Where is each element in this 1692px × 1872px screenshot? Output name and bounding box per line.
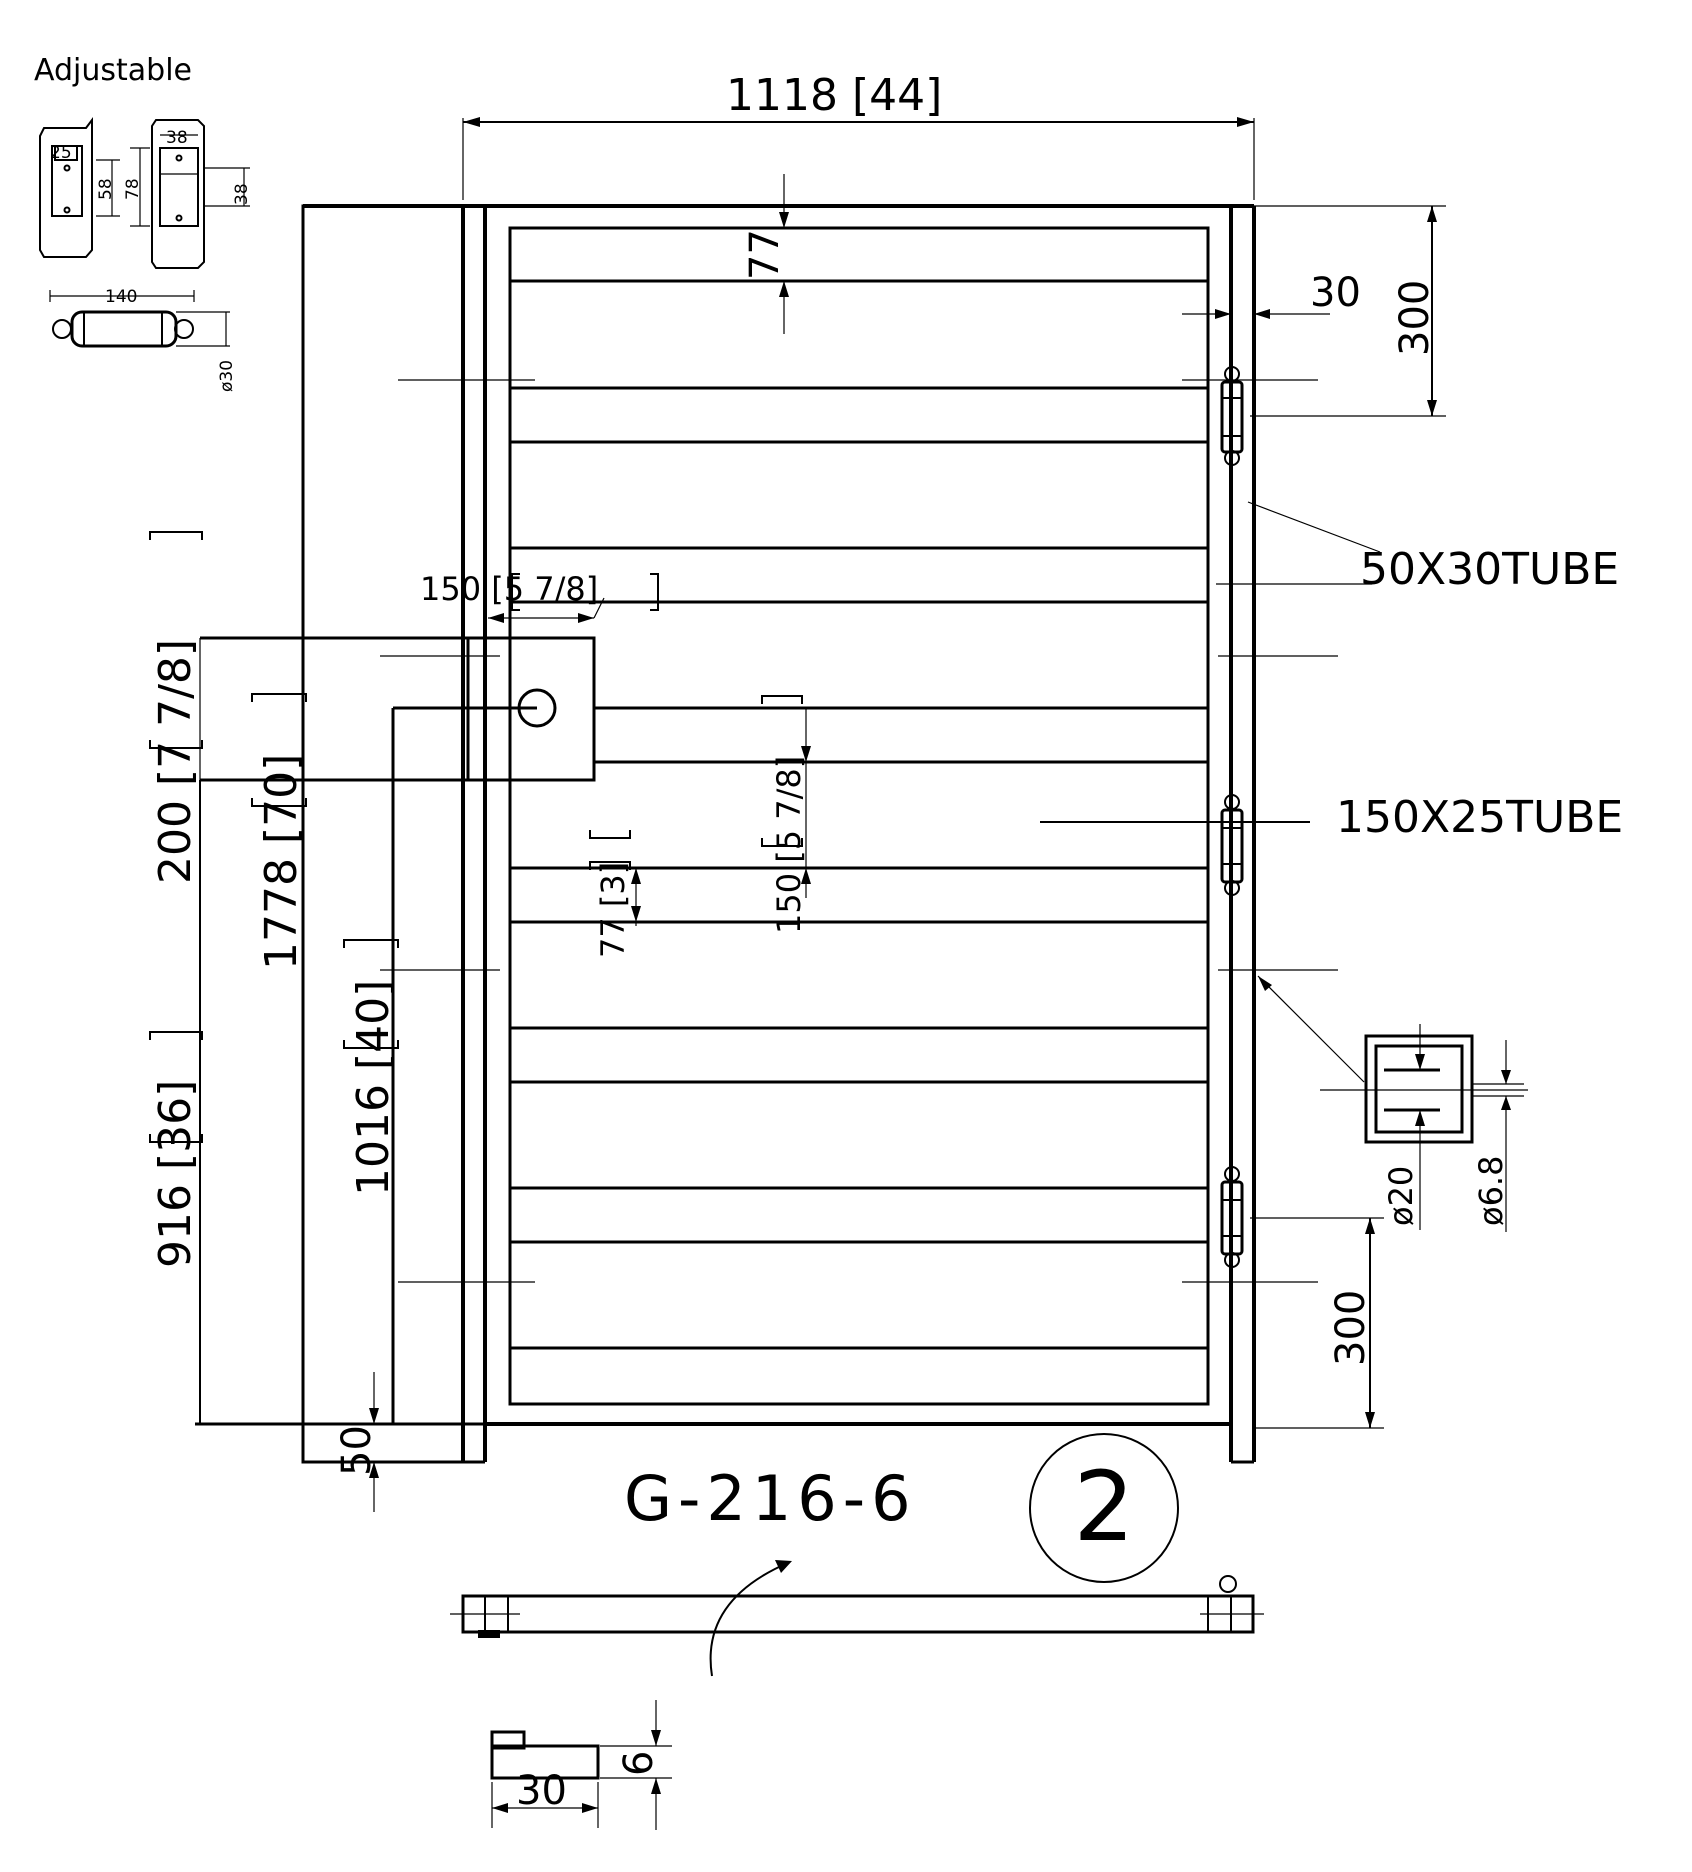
slat-pitch-dimension: 150 [5 7/8] [761, 695, 811, 934]
frame-from-bottom-text: 916 [36] [150, 1080, 201, 1268]
stop-tab [490, 1730, 526, 1750]
latch-height-text: 200 [7 7/8] [150, 639, 201, 884]
bracket-small-tab [54, 145, 78, 161]
stop-plate [490, 1744, 600, 1780]
hinge-dia-small-text: ø6.8 [1472, 1156, 1510, 1226]
slats [510, 279, 1208, 1350]
bracket-large [151, 119, 205, 269]
dim-38-side-text: 38 [232, 183, 252, 205]
gate-height-text: 1778 [70] [256, 754, 307, 970]
left-post-outline [301, 204, 465, 1464]
dim-78-text: 78 [123, 178, 143, 200]
center-marks [380, 379, 1338, 1283]
hinge-bottom-text: 300 [1328, 1290, 1374, 1366]
gate-height-dimension: 1778 [70] [251, 206, 307, 1462]
dim-58-text: 58 [96, 178, 116, 200]
latch-from-bottom-dimension: 1016 [40] [343, 939, 399, 1196]
adjustable-bracket-detail: Adjustable 25 58 38 78 38 140 [34, 53, 252, 392]
overall-width-dimension: 1118 [44] [462, 70, 1255, 200]
hinge-section-detail: ø20 ø6.8 [1257, 975, 1528, 1232]
bracket-small-hole-bottom [63, 206, 71, 214]
bracket-large-plate [159, 147, 199, 227]
hinge-top [1220, 366, 1244, 466]
bracket-large-hole-bottom [175, 214, 183, 222]
latch [200, 636, 596, 1424]
slat-gap-dimension: 77 [3] [589, 830, 641, 958]
dim-25-text: 25 [50, 143, 72, 163]
adjustable-label: Adjustable [34, 53, 192, 88]
roller-end-left [52, 319, 72, 339]
dim-140-text: 140 [105, 287, 137, 307]
slat-tube-callout: 150X25TUBE [1040, 792, 1623, 843]
bracket-large-hole-top [175, 154, 183, 162]
stop-width-text: 30 [516, 1768, 567, 1814]
stop-detail: 30 6 [490, 1700, 672, 1830]
slat-tube-text: 150X25TUBE [1336, 792, 1623, 843]
bracket-small-hole-top [63, 164, 71, 172]
plan-view [450, 1560, 1264, 1677]
post-offset-text: 30 [1310, 270, 1361, 316]
hinge-bottom [1220, 1166, 1244, 1268]
post-offset-dimension: 30 [1182, 270, 1361, 319]
hinge-top-text: 300 [1392, 280, 1438, 356]
frame-tube-callout: 50X30TUBE [1216, 501, 1619, 595]
latch-height-dimension: 200 [7 7/8] [149, 531, 203, 884]
slat-gap-text: 77 [3] [594, 862, 632, 958]
hinges [1220, 366, 1244, 1268]
frame-tube-text: 50X30TUBE [1360, 544, 1619, 595]
bracket-small [39, 117, 93, 258]
sheet-number: 2 [1073, 1451, 1134, 1563]
top-gap-text: 77 [742, 229, 788, 280]
inner-panel [508, 226, 1210, 1406]
hinge-section-outer [1364, 1034, 1474, 1144]
stop-height-text: 6 [616, 1751, 662, 1776]
dim-30-text: ø30 [217, 360, 237, 392]
roller-body [70, 310, 178, 348]
latch-from-bottom-text: 1016 [40] [348, 980, 399, 1196]
frame-from-bottom-dimension: 916 [36] [149, 780, 485, 1426]
hinge-top-dimension: 300 [1250, 205, 1446, 417]
roller-end-right [174, 319, 194, 339]
swing-arrow [709, 1561, 791, 1677]
model-code: G-216-6 [624, 1462, 917, 1535]
hinge-dia-large-text: ø20 [1382, 1166, 1420, 1226]
dim-38-top-text: 38 [166, 128, 188, 148]
plan-hinge-pin [1219, 1575, 1237, 1593]
hinge-middle [1220, 794, 1244, 896]
ground-clearance-dimension: 50 [334, 1372, 380, 1512]
sheet-number-circle [1029, 1433, 1179, 1583]
hinge-bottom-dimension: 300 [1250, 1217, 1384, 1429]
overall-width-text: 1118 [44] [726, 70, 942, 121]
latch-offset-text: 150 [5 7/8] [420, 570, 598, 608]
top-gap-dimension: 77 [742, 174, 789, 334]
ground-clearance-text: 50 [334, 1425, 380, 1476]
hinge-section-inner [1374, 1044, 1464, 1134]
plan-gate-bar [461, 1594, 1255, 1634]
latch-offset-dimension: 150 [5 7/8] [420, 570, 659, 623]
